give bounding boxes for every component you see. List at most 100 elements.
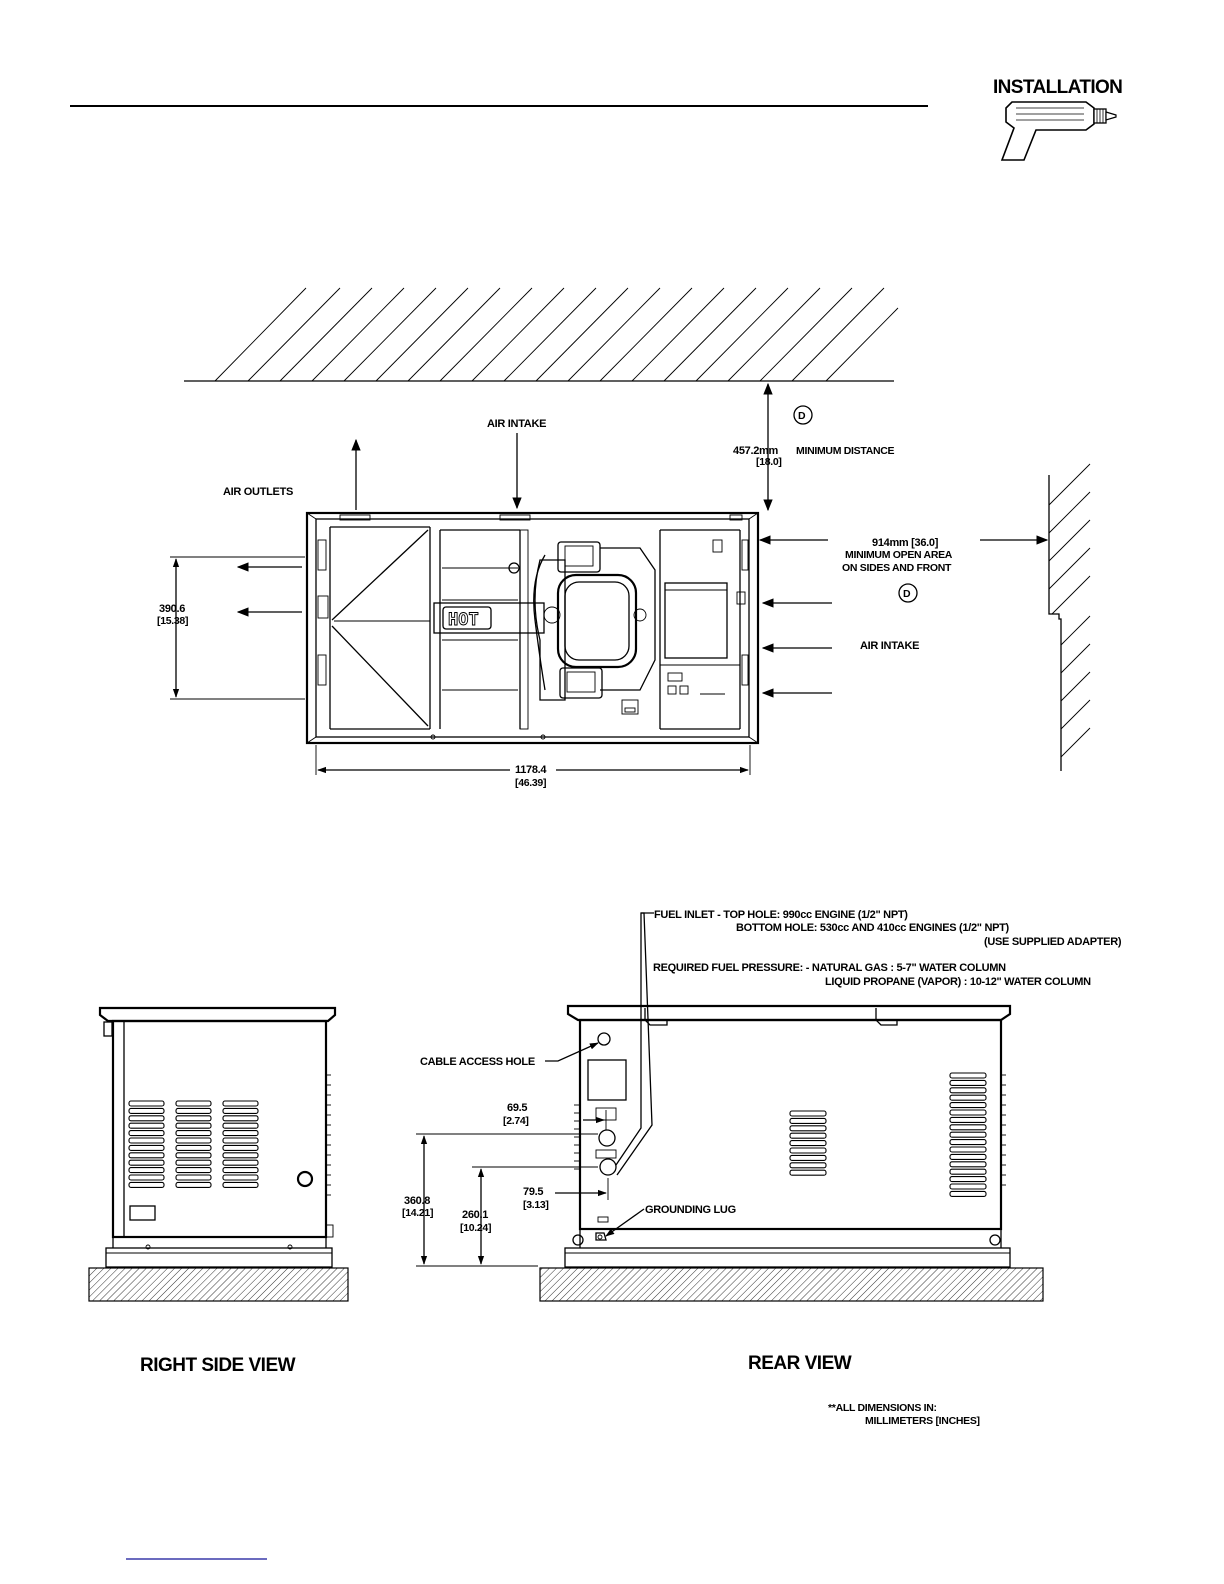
min-distance-value: 457.2mm xyxy=(733,445,779,457)
drill-icon xyxy=(1000,101,1117,161)
cable-access-hole xyxy=(597,1032,611,1046)
louver-slat xyxy=(789,1169,827,1176)
rear-ground xyxy=(539,1267,1044,1302)
height-top-mm: 360.8 xyxy=(404,1195,430,1207)
fuel-pressure-line2: LIQUID PROPANE (VAPOR) : 10-12" WATER CO… xyxy=(825,976,1091,988)
depth-mm: 390.6 xyxy=(159,603,185,615)
caption-right-side-view: RIGHT SIDE VIEW xyxy=(140,1355,296,1376)
louver-slat xyxy=(949,1116,987,1123)
louver-slat xyxy=(789,1154,827,1161)
louver-slat xyxy=(789,1117,827,1124)
dim-a-mm: 69.5 xyxy=(507,1102,527,1114)
louver-slat xyxy=(789,1162,827,1169)
fuel-inlet-line3: (USE SUPPLIED ADAPTER) xyxy=(984,936,1122,948)
louver-slat xyxy=(128,1107,165,1114)
right-side-ground xyxy=(88,1267,349,1302)
caption-rear-view: REAR VIEW xyxy=(748,1353,852,1374)
louver-slat xyxy=(949,1109,987,1116)
open-area-line2: ON SIDES AND FRONT xyxy=(842,562,952,574)
grounding-lug-label: GROUNDING LUG xyxy=(645,1204,736,1216)
louver-slat xyxy=(128,1100,165,1107)
air-intake-top-label: AIR INTAKE xyxy=(487,418,546,430)
louver-slat xyxy=(949,1079,987,1086)
rear-louvers-right xyxy=(949,1072,987,1197)
fuel-pressure-line1: REQUIRED FUEL PRESSURE: - NATURAL GAS : … xyxy=(653,962,1006,974)
louver-slat xyxy=(128,1122,165,1129)
open-area-line1: MINIMUM OPEN AREA xyxy=(845,549,953,561)
louver-slat xyxy=(128,1130,165,1137)
callout-d-side xyxy=(898,583,918,603)
louver-slat xyxy=(949,1087,987,1094)
open-area-value: 914mm [36.0] xyxy=(872,537,939,549)
louver-slat xyxy=(128,1174,165,1181)
height-top-in: [14.21] xyxy=(402,1207,433,1219)
hot-label: HOT xyxy=(448,610,479,630)
louver-slat xyxy=(789,1110,827,1117)
air-outlets-label: AIR OUTLETS xyxy=(223,486,293,498)
louver-slat xyxy=(222,1130,259,1137)
fuel-inlet-top xyxy=(598,1129,616,1147)
louver-slat xyxy=(128,1167,165,1174)
louver-slat xyxy=(175,1100,212,1107)
louver-slat xyxy=(222,1159,259,1166)
louver-slat xyxy=(789,1125,827,1132)
louver-slat xyxy=(949,1183,987,1190)
louver-slat xyxy=(175,1167,212,1174)
right-side-louvers xyxy=(128,1100,259,1188)
louver-slat xyxy=(175,1159,212,1166)
callout-d-rear-text: D xyxy=(798,410,806,422)
side-wall xyxy=(1048,463,1091,771)
rear-louvers-center xyxy=(789,1110,827,1176)
louver-slat xyxy=(175,1122,212,1129)
right-side-label-plate xyxy=(129,1205,156,1221)
fuel-inlet-line1: FUEL INLET - TOP HOLE: 990cc ENGINE (1/2… xyxy=(654,909,908,921)
section-title: INSTALLATION xyxy=(993,77,1122,98)
height-bot-in: [10.24] xyxy=(460,1222,491,1234)
right-side-view xyxy=(88,1006,349,1302)
louver-slat xyxy=(175,1137,212,1144)
louver-slat xyxy=(128,1137,165,1144)
rear-view: CABLE ACCESS HOLE 69.5 [2.74] 79.5 [3.13… xyxy=(402,1004,1044,1302)
louver-slat xyxy=(175,1107,212,1114)
min-distance-label: MINIMUM DISTANCE xyxy=(796,445,895,457)
dim-b-mm: 79.5 xyxy=(523,1186,543,1198)
louver-slat xyxy=(789,1132,827,1139)
louver-slat xyxy=(949,1146,987,1153)
louver-slat xyxy=(789,1147,827,1154)
fuel-inlet-line2: BOTTOM HOLE: 530cc AND 410cc ENGINES (1/… xyxy=(736,922,1010,934)
dim-b-in: [3.13] xyxy=(523,1199,549,1211)
louver-slat xyxy=(949,1139,987,1146)
louver-slat xyxy=(949,1072,987,1079)
louver-slat xyxy=(175,1115,212,1122)
height-bot-mm: 260.1 xyxy=(462,1209,488,1221)
louver-slat xyxy=(789,1140,827,1147)
louver-slat xyxy=(128,1159,165,1166)
fuel-notes: FUEL INLET - TOP HOLE: 990cc ENGINE (1/2… xyxy=(615,909,1122,1176)
units-note-line1: **ALL DIMENSIONS IN: xyxy=(828,1402,937,1414)
units-note-line2: MILLIMETERS [INCHES] xyxy=(865,1415,980,1427)
louver-slat xyxy=(949,1102,987,1109)
air-intake-side-label: AIR INTAKE xyxy=(860,640,919,652)
louver-slat xyxy=(949,1153,987,1160)
width-in: [46.39] xyxy=(515,777,546,789)
louver-slat xyxy=(222,1152,259,1159)
louver-slat xyxy=(175,1144,212,1151)
louver-slat xyxy=(949,1176,987,1183)
louver-slat xyxy=(949,1094,987,1101)
louver-slat xyxy=(175,1174,212,1181)
louver-slat xyxy=(222,1144,259,1151)
rear-panel-window xyxy=(587,1059,627,1101)
callout-d-side-text: D xyxy=(903,588,911,600)
dim-a-in: [2.74] xyxy=(503,1115,529,1127)
louver-slat xyxy=(949,1190,987,1197)
louver-slat xyxy=(222,1122,259,1129)
louver-slat xyxy=(222,1181,259,1188)
cable-access-label: CABLE ACCESS HOLE xyxy=(420,1056,535,1068)
louver-slat xyxy=(175,1130,212,1137)
louver-slat xyxy=(222,1100,259,1107)
louver-slat xyxy=(128,1181,165,1188)
louver-slat xyxy=(175,1152,212,1159)
louver-slat xyxy=(222,1115,259,1122)
